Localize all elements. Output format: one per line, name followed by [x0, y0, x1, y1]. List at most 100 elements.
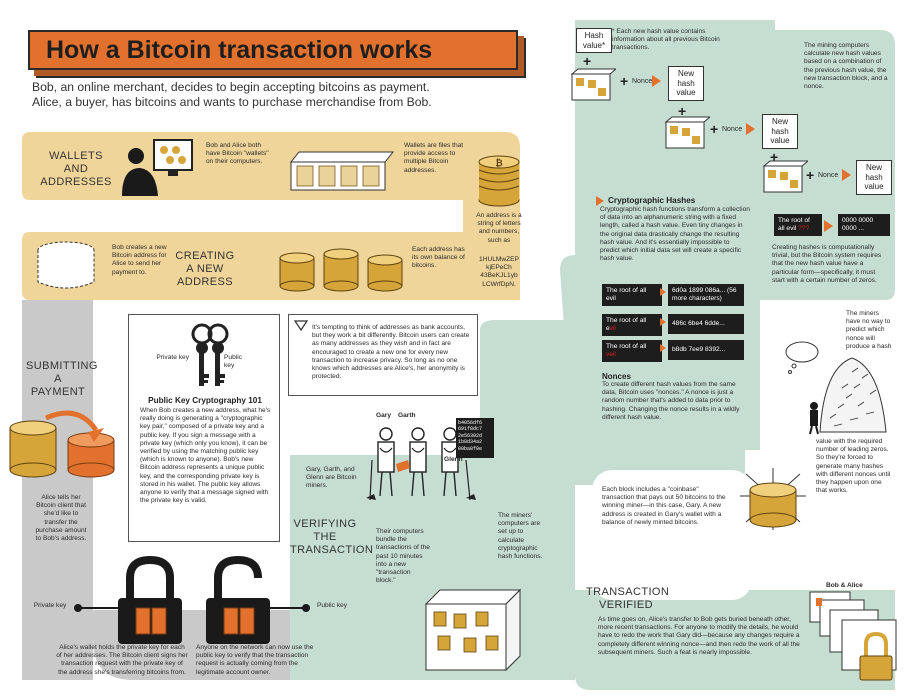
crypto-row-2-hash: 486c 6be4 6dde... [668, 314, 744, 334]
address-text: An address is a string of letters and nu… [476, 212, 522, 244]
crypto-row-2-input: The root of all evil [602, 314, 662, 336]
verified-body: As time goes on, Alice's transfer to Bob… [598, 616, 800, 656]
intro-text: Bob, an online merchant, decides to begi… [32, 80, 532, 110]
plus-icon: + [806, 167, 815, 183]
nonce-label: Nonce [632, 78, 653, 85]
required-text: value with the required number of leadin… [816, 438, 891, 495]
address-balance-stacks-icon [279, 248, 403, 292]
svg-text:₿: ₿ [495, 158, 502, 168]
plus-icon: + [678, 103, 687, 119]
plus-icon: + [770, 149, 779, 165]
arrow-right-icon [660, 318, 666, 326]
keys-icon [191, 323, 229, 386]
wallets-heading: WALLETS AND ADDRESSES [36, 150, 116, 189]
pkc-body: When Bob creates a new address, what he'… [140, 407, 271, 505]
arrow-right-icon [746, 123, 755, 135]
bob-alice-wallet-text: Bob and Alice both have Bitcoin "wallets… [206, 142, 269, 166]
miner-glenn-label: Glenn [444, 456, 463, 463]
submitting-heading: SUBMITTING A PAYMENT [26, 360, 98, 399]
verifying-heading-line1: VERIFYING [293, 518, 357, 530]
miners-intro-text: Gary, Garth, and Glenn are Bitcoin miner… [306, 466, 357, 490]
balance-text: Each address has its own balance of bitc… [412, 246, 465, 270]
wallets-heading-line1: WALLETS [49, 150, 103, 162]
new-address-cylinder-icon [37, 241, 95, 289]
wallet-files-text: Wallets are files that provide access to… [404, 142, 464, 174]
alice-submit-text: Alice tells her Bitcoin client that she'… [35, 494, 87, 543]
difficulty-zeros-box: 0000 0000 0000 ... [838, 214, 890, 236]
alice-wallet-text: Alice's wallet holds the private key for… [56, 644, 188, 676]
plus-icon: + [710, 121, 719, 137]
arrow-right-icon [660, 288, 666, 296]
miners-icon [366, 427, 476, 501]
hash-note-text: * Each new hash value contains informati… [612, 28, 720, 52]
verifying-heading-line2: THE [313, 531, 337, 543]
verified-heading: TRANSACTION VERIFIED [586, 586, 670, 612]
pkc-heading: Public Key Cryptography 101 [148, 396, 262, 405]
hash-sign: b4056df6 691f8dc7 2e56302d 1b8d34a2 00ba… [456, 418, 494, 458]
privacy-box [288, 314, 478, 396]
difficulty-root-box: The root of all evil ??? [774, 214, 822, 236]
verified-heading-line2: VERIFIED [599, 599, 653, 611]
hash-value-star-box: Hash value* [576, 28, 612, 53]
transfer-coins-icon [9, 410, 115, 478]
coinbase-body: Each block includes a "coinbase" transac… [602, 486, 726, 526]
creating-heading-line3: ADDRESS [177, 276, 233, 288]
plus-icon: + [583, 53, 592, 69]
bob-creates-text: Bob creates a new Bitcoin address for Al… [112, 244, 167, 276]
lock-public-label: Public key [316, 602, 348, 609]
submitting-heading-line2: A PAYMENT [30, 373, 86, 398]
title-banner: How a Bitcoin transaction works [28, 30, 518, 70]
coin-stack-icon: ₿ [478, 155, 520, 207]
miner-garth-label: Garth [398, 412, 416, 419]
nonces-heading: Nonces [602, 372, 631, 381]
crypto-body: Cryptographic hash functions transform a… [600, 206, 750, 263]
privacy-text: It's tempting to think of addresses as b… [312, 324, 470, 381]
wallets-heading-line2: AND [63, 163, 89, 175]
coinbase-coins-icon [740, 468, 806, 530]
arrow-right-icon [660, 344, 666, 352]
arrow-right-icon [842, 169, 851, 181]
verifying-heading: VERIFYING THE TRANSACTION [290, 518, 374, 557]
crypto-row-3-input: The root of all veil [602, 340, 662, 362]
intro-line2: Alice, a buyer, has bitcoins and wants t… [32, 95, 432, 109]
bob-alice-label: Bob & Alice [826, 582, 863, 589]
address-example: 1HULMwZEP kjEPeCh 43BeKJL1yb LCWrfDpN. [479, 256, 519, 288]
arrow-right-icon [824, 220, 833, 232]
submitting-heading-line1: SUBMITTING [26, 360, 98, 372]
nonce-label: Nonce [722, 126, 743, 133]
block-icon [664, 116, 710, 149]
buried-blocks-icon [809, 591, 897, 681]
wallet-box-icon [289, 151, 395, 191]
transaction-block-icon [424, 588, 522, 672]
difficulty-body: Creating hashes is computationally trivi… [772, 244, 882, 284]
hash-pile-icon [785, 341, 887, 435]
crypto-row-3-hash: b8db 7ee9 8392... [668, 340, 744, 360]
nonce-label: Nonce [818, 172, 839, 179]
crypto-heading: Cryptographic Hashes [608, 196, 696, 205]
miner-gary-label: Gary [376, 412, 392, 419]
arrow-right-icon [652, 75, 661, 87]
nonces-body: To create different hash values from the… [602, 381, 740, 421]
locks-icon [74, 556, 310, 644]
chevron-down-icon [294, 320, 308, 332]
crypto-row-1-hash: 6d0a 1899 086a... (56 more characters) [668, 284, 744, 306]
verified-heading-line1: TRANSACTION [586, 586, 670, 598]
anyone-verify-text: Anyone on the network can now use the pu… [196, 644, 314, 676]
creating-heading-line1: CREATING [175, 250, 235, 262]
new-hash-value-box: New hash value [668, 66, 704, 101]
crypto-row-1-input: The root of all evil [602, 284, 662, 306]
block-icon [570, 68, 616, 101]
wallets-heading-line3: ADDRESSES [40, 176, 112, 188]
person-computer-icon [122, 139, 193, 196]
new-hash-value-box: New hash value [762, 114, 798, 149]
creating-heading: CREATING A NEW ADDRESS [172, 250, 238, 289]
creating-heading-line2: A NEW [186, 263, 224, 275]
setup-text: The miners' computers are set up to calc… [498, 512, 543, 561]
mining-text: The mining computers calculate new hash … [804, 42, 888, 91]
arrow-right-icon [596, 196, 604, 206]
verifying-heading-line3: TRANSACTION [290, 544, 374, 556]
new-hash-value-box: New hash value [856, 160, 892, 195]
bundle-text: Their computers bundle the transactions … [376, 528, 430, 585]
pkc-public-label: Public key [224, 354, 242, 370]
block-icon [762, 160, 808, 193]
